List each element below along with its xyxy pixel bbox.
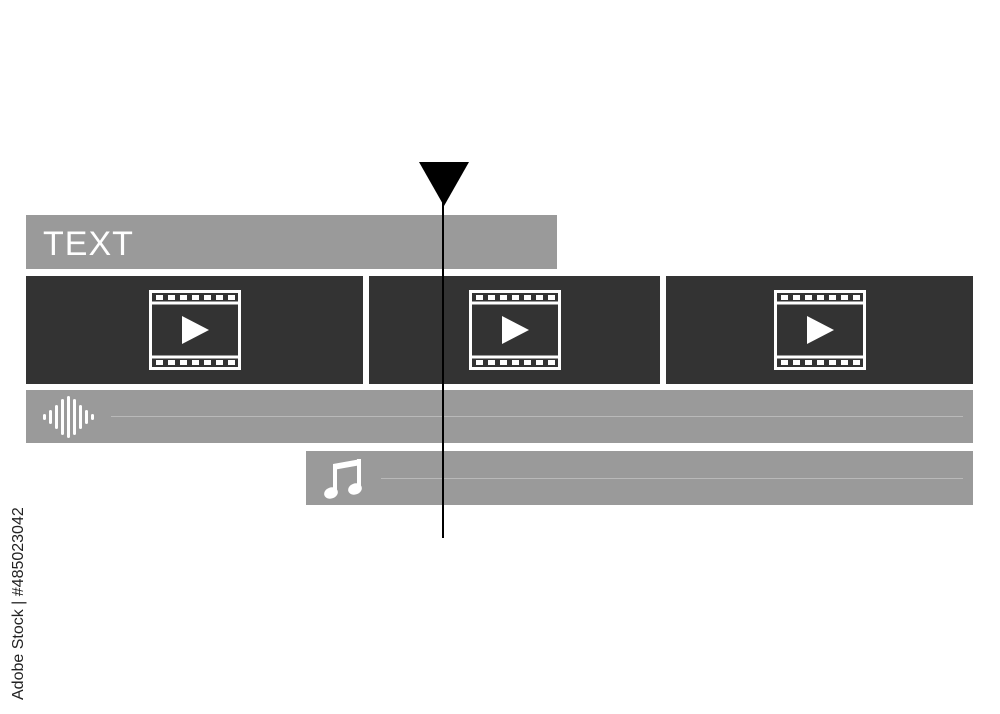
playhead-line[interactable] [442,200,444,538]
film-play-icon [148,290,241,370]
video-clip[interactable] [666,276,973,384]
music-note-icon [324,459,362,499]
audio-track-baseline [111,416,963,417]
text-track-label: TEXT [43,225,134,263]
music-track-baseline [381,478,963,479]
audio-track[interactable] [26,390,973,443]
video-clip[interactable] [369,276,660,384]
video-clip[interactable] [26,276,363,384]
film-play-icon [468,290,561,370]
playhead-handle[interactable] [419,162,469,206]
music-track[interactable] [306,451,973,505]
film-play-icon [773,290,866,370]
text-track[interactable]: TEXT [26,215,557,269]
stock-id-text: Adobe Stock | #485023042 [10,507,27,700]
waveform-icon [43,396,94,438]
